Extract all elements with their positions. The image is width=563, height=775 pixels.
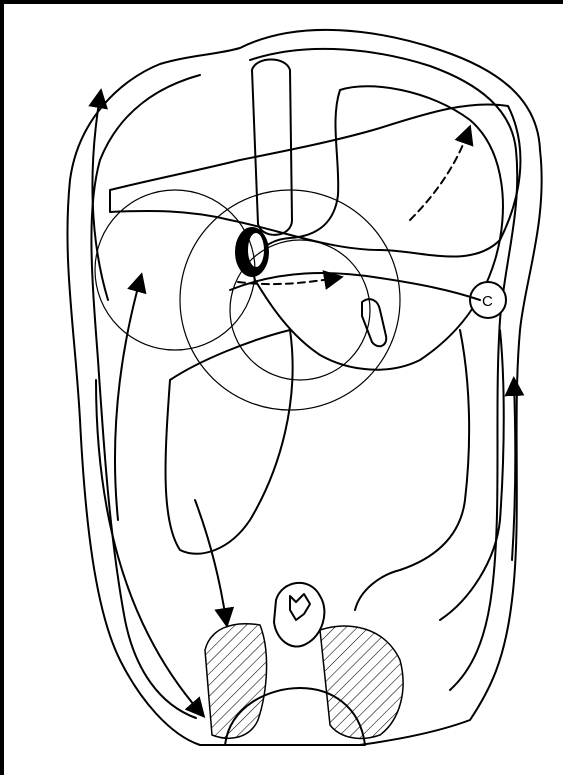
liver (110, 104, 520, 256)
peritoneal-lining-left (91, 75, 200, 718)
flow-arrow-foramen-dashed (238, 278, 336, 284)
omental-region-circle-left (95, 190, 255, 350)
flow-arrow-left-paracolic (115, 280, 140, 520)
pelvic-floor-left (205, 624, 267, 739)
abdominal-wall-outline (67, 30, 541, 745)
rectum-lumen (290, 594, 310, 620)
flow-arrow-left-long (96, 380, 200, 712)
flow-arrow-mesentery (195, 500, 226, 620)
right-paracolic-gutter (355, 330, 469, 610)
small-bowel-mesentery (166, 330, 293, 554)
colon-label: C (482, 293, 493, 310)
flow-arrow-stomach-dashed (410, 132, 468, 220)
pelvic-floor-right (320, 626, 403, 738)
esophagus (252, 60, 292, 235)
pancreatic-slit (362, 299, 386, 346)
rectum (274, 583, 324, 647)
flow-arrow-right (512, 384, 515, 560)
transverse-mesocolon (230, 273, 480, 300)
